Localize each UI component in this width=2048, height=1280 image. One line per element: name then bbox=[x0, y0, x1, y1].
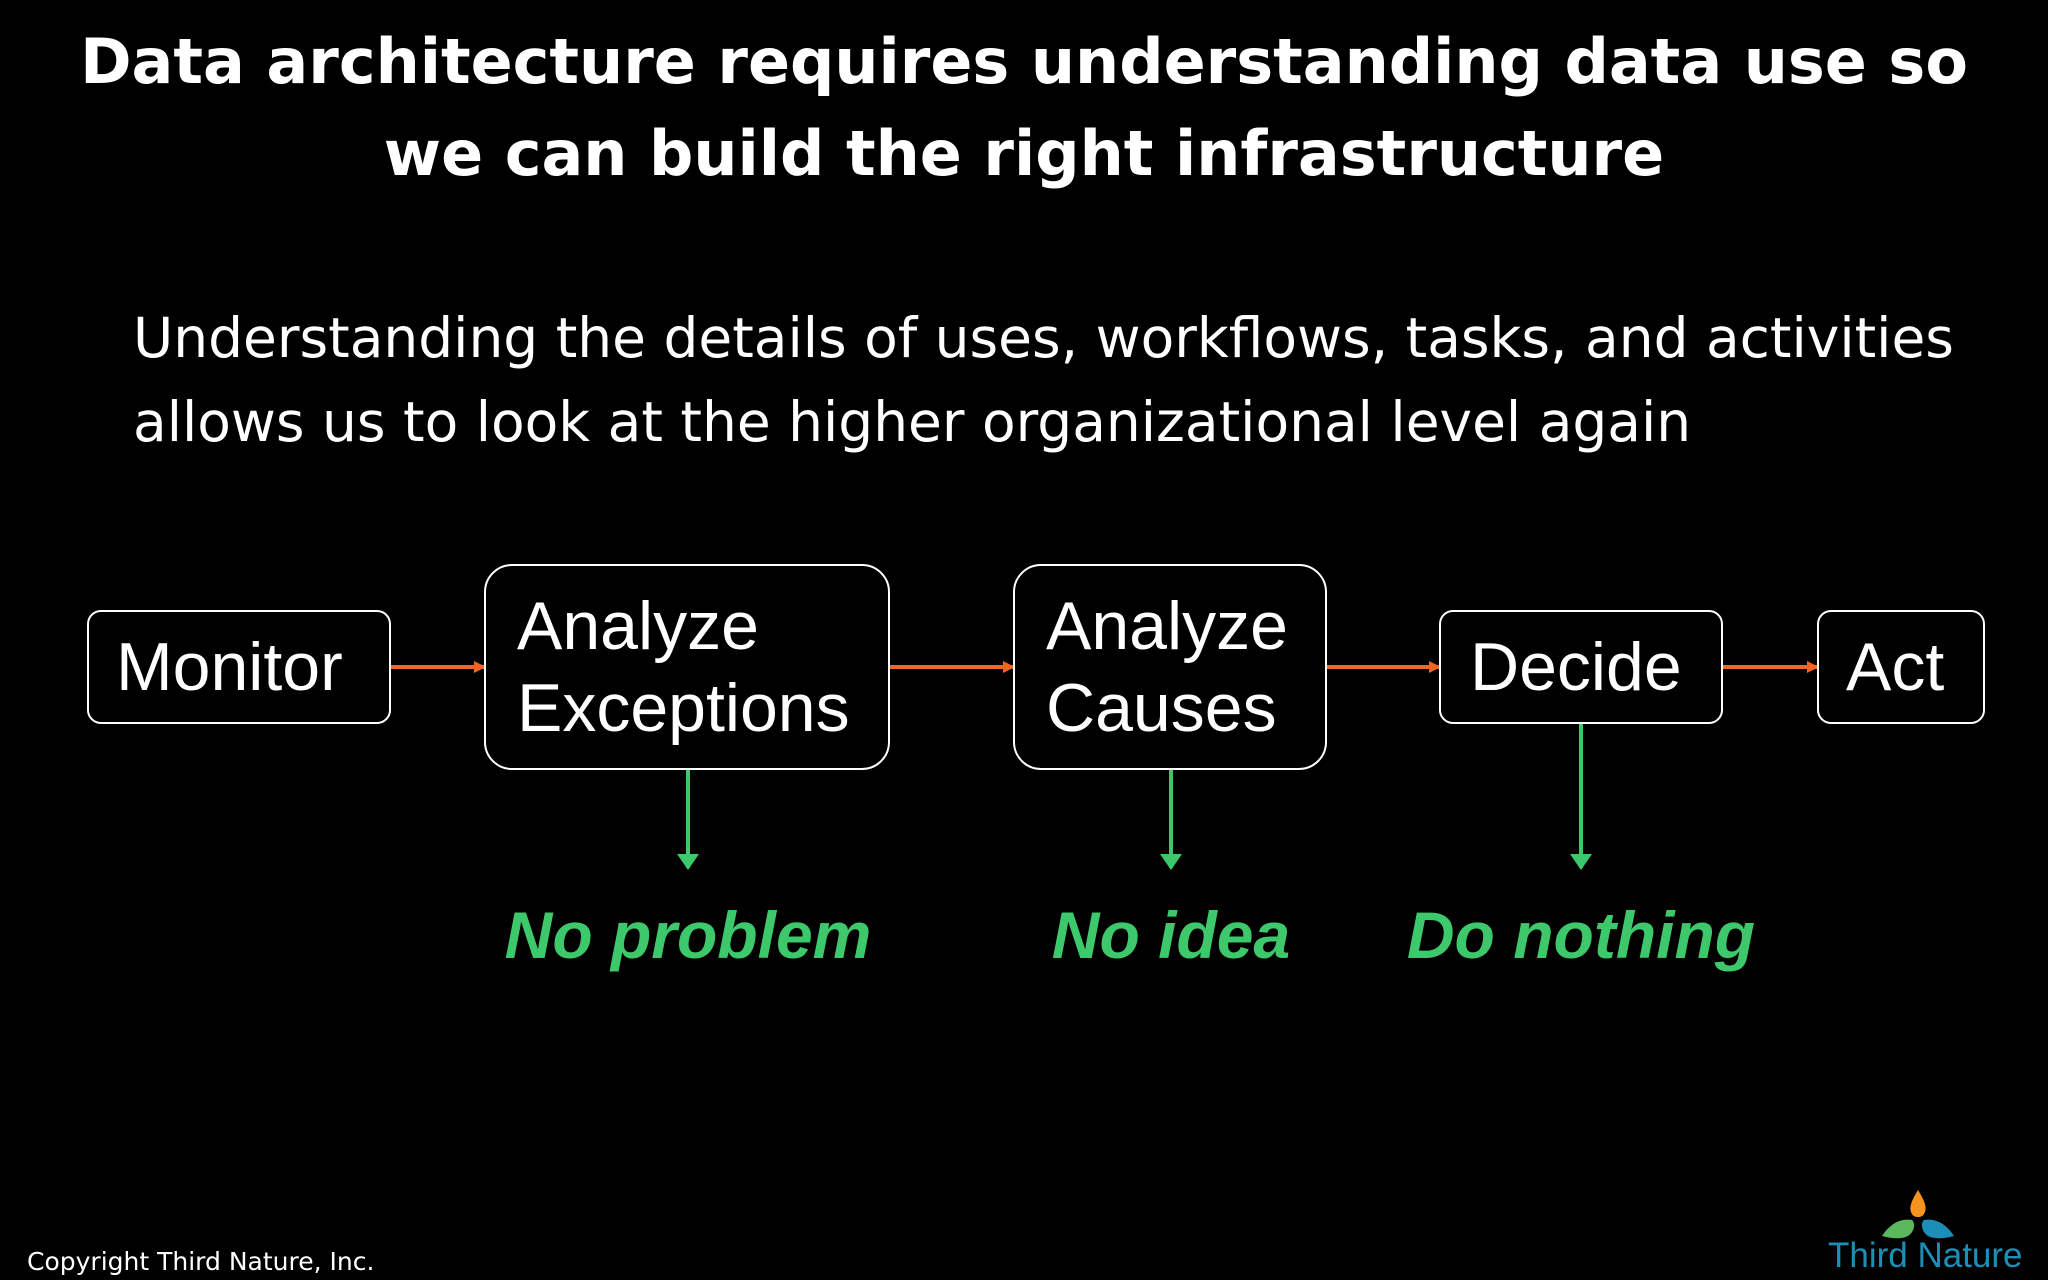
tri-leaf-logo-icon bbox=[1882, 1190, 1954, 1239]
slide-subtitle: Understanding the details of uses, workf… bbox=[133, 306, 1954, 454]
step-act: Act bbox=[1817, 610, 1985, 724]
logo-leaf-green bbox=[1882, 1219, 1915, 1239]
step-analyze-causes: Analyze Causes bbox=[1013, 564, 1327, 770]
logo-leaf-blue bbox=[1921, 1219, 1954, 1239]
outcome-no-idea: No idea bbox=[1051, 898, 1291, 972]
outcome-no-problem: No problem bbox=[504, 898, 872, 972]
logo-text: Third Nature bbox=[1828, 1236, 2023, 1275]
step-analyze-causes-label: Analyze Causes bbox=[1046, 588, 1288, 746]
slide-title: Data architecture requires understanding… bbox=[80, 25, 1968, 190]
step-analyze-exceptions-label: Analyze Exceptions bbox=[517, 588, 850, 746]
step-monitor-label: Monitor bbox=[116, 629, 343, 705]
step-analyze-exceptions: Analyze Exceptions bbox=[484, 564, 890, 770]
logo-leaf-orange bbox=[1910, 1190, 1926, 1217]
step-decide: Decide bbox=[1439, 610, 1723, 724]
step-monitor: Monitor bbox=[87, 610, 391, 724]
outcome-do-nothing: Do nothing bbox=[1406, 898, 1756, 972]
step-act-label: Act bbox=[1846, 629, 1945, 705]
copyright-notice: Copyright Third Nature, Inc. bbox=[27, 1247, 375, 1276]
step-decide-label: Decide bbox=[1470, 629, 1682, 705]
company-logo: Third Nature bbox=[1820, 1180, 2040, 1280]
